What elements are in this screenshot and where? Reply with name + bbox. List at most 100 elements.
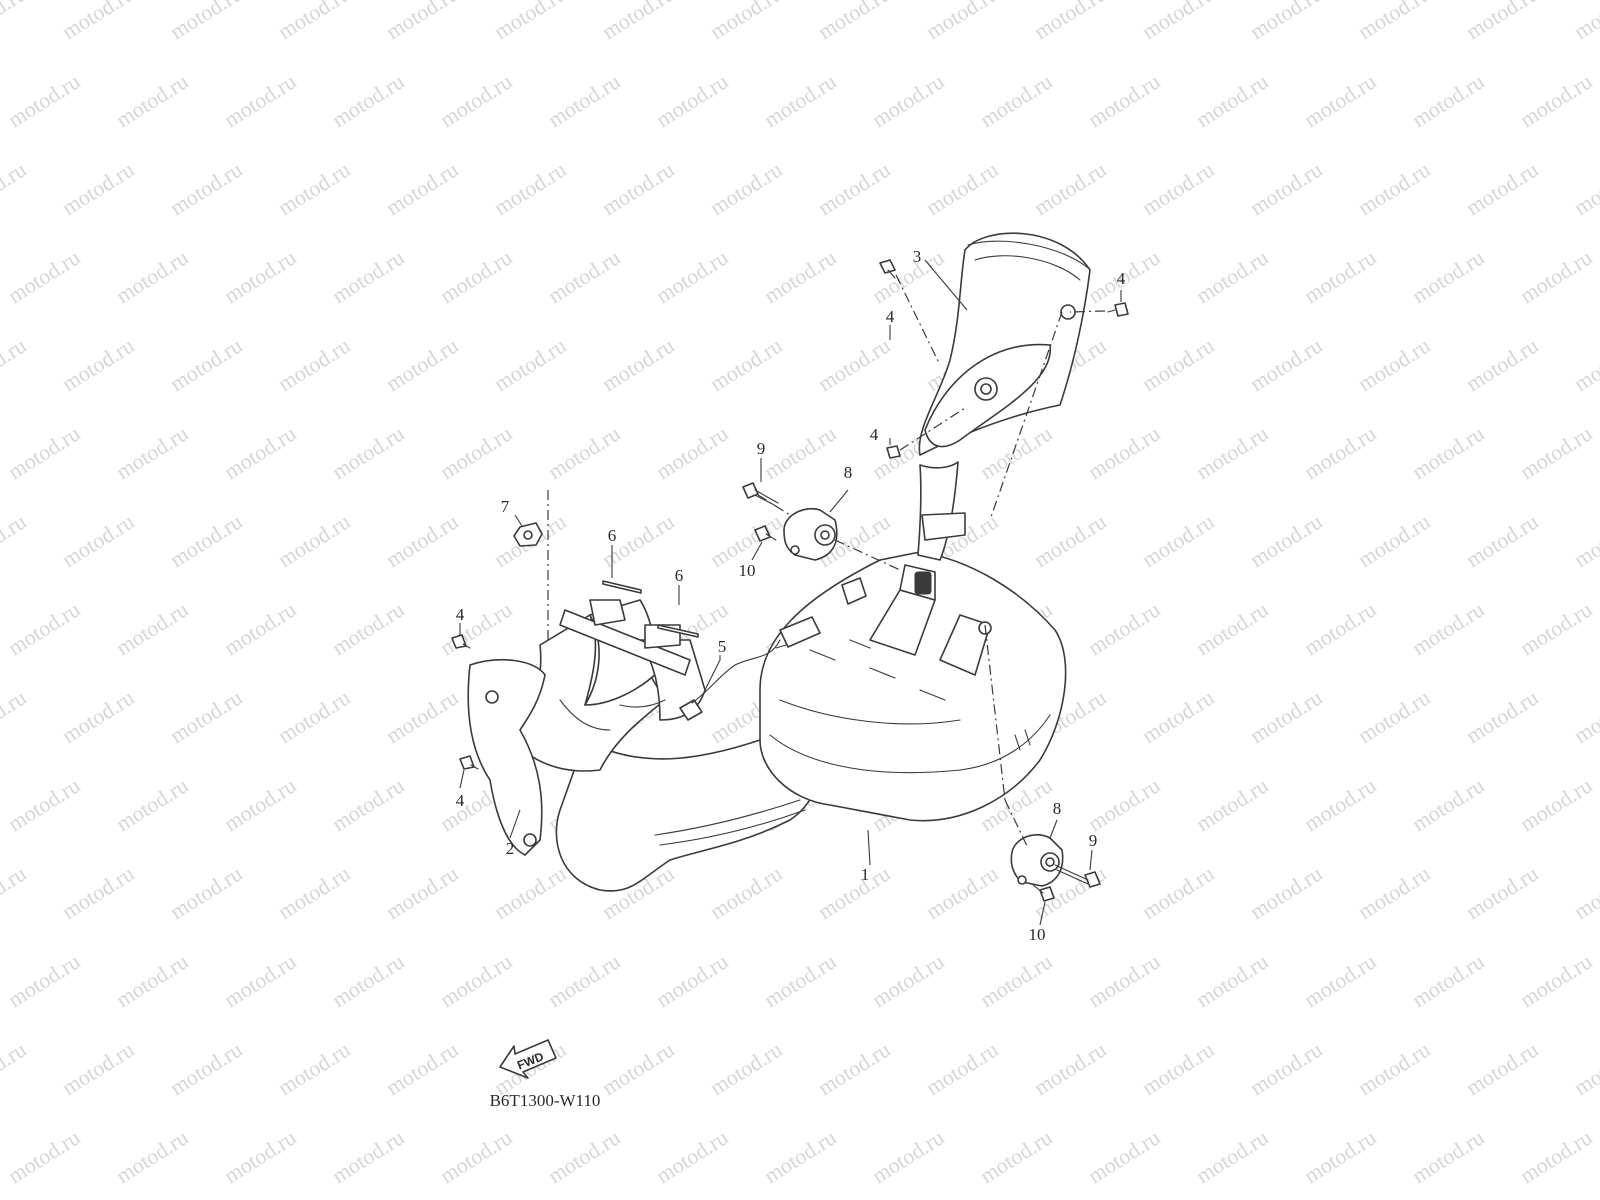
watermark-text: motod.ru <box>921 861 1002 925</box>
watermark-text: motod.ru <box>1137 685 1218 749</box>
watermark-text: motod.ru <box>219 1125 300 1189</box>
watermark-text: motod.ru <box>975 421 1056 485</box>
watermark-text: motod.ru <box>813 1037 894 1101</box>
watermark-text: motod.ru <box>111 421 192 485</box>
watermark-text: motod.ru <box>111 245 192 309</box>
callout-9-lower: 9 <box>1089 831 1098 850</box>
watermark-text: motod.ru <box>3 421 84 485</box>
watermark-text: motod.ru <box>867 69 948 133</box>
watermark-text: motod.ru <box>57 509 138 573</box>
callout-6-right: 6 <box>675 566 684 585</box>
watermark-text: motod.ru <box>435 949 516 1013</box>
watermark-text: motod.ru <box>165 861 246 925</box>
drawing-code: B6T1300-W110 <box>490 1091 601 1110</box>
watermark-text: motod.ru <box>3 773 84 837</box>
watermark-text: motod.ru <box>759 949 840 1013</box>
watermark-text: motod.ru <box>1137 0 1218 44</box>
watermark-text: motod.ru <box>921 157 1002 221</box>
callout-6-left: 6 <box>608 526 617 545</box>
watermark-text: motod.ru <box>0 861 31 925</box>
watermark-text: motod.ru <box>327 245 408 309</box>
watermark-text: motod.ru <box>759 69 840 133</box>
watermark-text: motod.ru <box>165 0 246 44</box>
watermark-text: motod.ru <box>57 333 138 397</box>
watermark-text: motod.ru <box>975 69 1056 133</box>
watermark-text: motod.ru <box>111 597 192 661</box>
callout-8-upper: 8 <box>844 463 853 482</box>
watermark-text: motod.ru <box>759 1125 840 1189</box>
watermark-text: motod.ru <box>1353 509 1434 573</box>
watermark-text: motod.ru <box>165 1037 246 1101</box>
watermark-text: motod.ru <box>3 245 84 309</box>
callout-10-lower: 10 <box>1029 925 1046 944</box>
watermark-text: motod.ru <box>1515 69 1596 133</box>
watermark-text: motod.ru <box>1137 861 1218 925</box>
watermark-text: motod.ru <box>1407 421 1488 485</box>
watermark-text: motod.ru <box>0 157 31 221</box>
watermark-text: motod.ru <box>1137 1037 1218 1101</box>
watermark-text: motod.ru <box>435 245 516 309</box>
watermark-text: motod.ru <box>1461 0 1542 44</box>
watermark-text: motod.ru <box>111 1125 192 1189</box>
watermark-text: motod.ru <box>1407 949 1488 1013</box>
callout-4-heat-shield-top: 4 <box>886 307 895 326</box>
watermark-text: motod.ru <box>165 509 246 573</box>
watermark-text: motod.ru <box>165 157 246 221</box>
watermark-text: motod.ru <box>57 157 138 221</box>
gaskets <box>602 580 699 638</box>
watermark-text: motod.ru <box>705 333 786 397</box>
watermark-text: motod.ru <box>219 421 300 485</box>
watermark-text: motod.ru <box>1515 1125 1596 1189</box>
watermark-text: motod.ru <box>1245 509 1326 573</box>
watermark-text: motod.ru <box>489 861 570 925</box>
watermark-text: motod.ru <box>1461 685 1542 749</box>
watermark-text: motod.ru <box>1083 69 1164 133</box>
watermark-text: motod.ru <box>975 1125 1056 1189</box>
watermark-text: motod.ru <box>543 245 624 309</box>
watermark-text: motod.ru <box>489 333 570 397</box>
watermark-text: motod.ru <box>0 333 31 397</box>
watermark-text: motod.ru <box>705 861 786 925</box>
watermark-text: motod.ru <box>3 949 84 1013</box>
watermark-text: motod.ru <box>705 1037 786 1101</box>
header-protector <box>467 659 546 856</box>
damper-lower <box>1010 834 1064 887</box>
watermark-text: motod.ru <box>327 949 408 1013</box>
watermark-text: motod.ru <box>327 1125 408 1189</box>
watermark-text: motod.ru <box>1299 1125 1380 1189</box>
watermark-text: motod.ru <box>1029 0 1110 44</box>
watermark-text: motod.ru <box>0 1037 31 1101</box>
watermark-text: motod.ru <box>813 333 894 397</box>
watermark-text: motod.ru <box>1515 421 1596 485</box>
watermark-text: motod.ru <box>1569 685 1600 749</box>
watermark-text: motod.ru <box>273 333 354 397</box>
watermark-text: motod.ru <box>381 1037 462 1101</box>
watermark-text: motod.ru <box>165 685 246 749</box>
watermark-text: motod.ru <box>813 861 894 925</box>
watermark-text: motod.ru <box>1407 1125 1488 1189</box>
callout-4-protector-top: 4 <box>456 605 465 624</box>
watermark-text: motod.ru <box>1515 773 1596 837</box>
watermark-text: motod.ru <box>651 1125 732 1189</box>
watermark-text: motod.ru <box>219 245 300 309</box>
o2-sensor <box>679 616 821 721</box>
watermark-text: motod.ru <box>57 1037 138 1101</box>
watermark-text: motod.ru <box>759 245 840 309</box>
watermark-text: motod.ru <box>381 157 462 221</box>
watermark-text: motod.ru <box>1191 245 1272 309</box>
watermark-text: motod.ru <box>1245 157 1326 221</box>
watermark-text: motod.ru <box>1569 1037 1600 1101</box>
watermark-text: motod.ru <box>1515 245 1596 309</box>
watermark-text: motod.ru <box>1299 597 1380 661</box>
watermark-text: motod.ru <box>867 949 948 1013</box>
watermark-text: motod.ru <box>219 773 300 837</box>
watermark-text: motod.ru <box>1515 597 1596 661</box>
watermark-text: motod.ru <box>327 421 408 485</box>
watermark-text: motod.ru <box>57 0 138 44</box>
watermark-text: motod.ru <box>1461 333 1542 397</box>
watermark-text: motod.ru <box>597 333 678 397</box>
watermark-text: motod.ru <box>1191 949 1272 1013</box>
watermark-text: motod.ru <box>1137 509 1218 573</box>
watermark-text: motod.ru <box>273 0 354 44</box>
